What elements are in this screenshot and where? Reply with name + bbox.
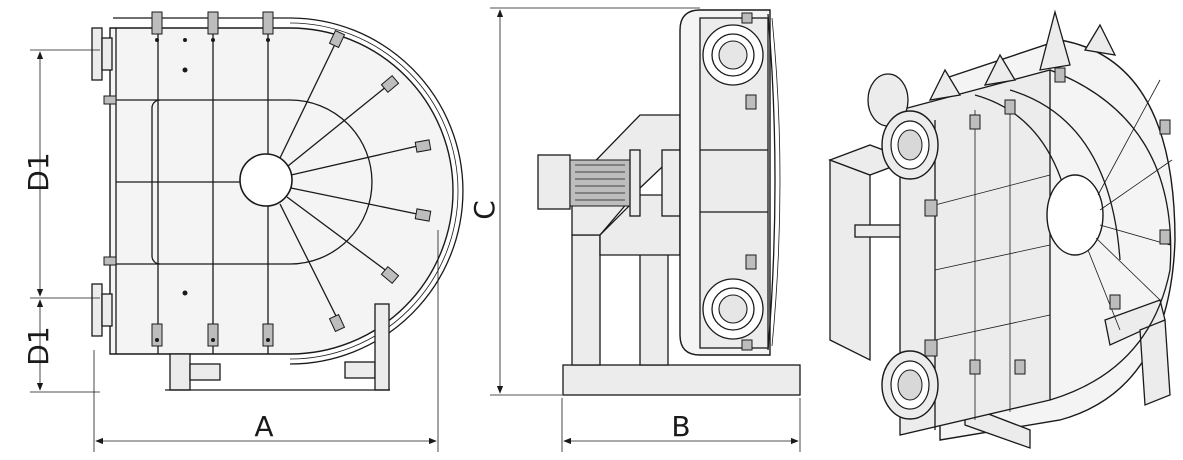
side-view xyxy=(537,9,801,396)
dimension-label-c: C xyxy=(468,200,501,220)
front-view xyxy=(91,11,464,391)
dimension-label-d1-lower: D1 xyxy=(22,326,55,365)
dimension-label-b: B xyxy=(671,410,690,443)
isometric-view xyxy=(828,9,1176,449)
side-dimensions xyxy=(490,7,801,452)
dimension-label-a: A xyxy=(254,410,273,443)
dimension-label-d1-upper: D1 xyxy=(22,152,55,191)
front-dimensions xyxy=(30,49,439,452)
